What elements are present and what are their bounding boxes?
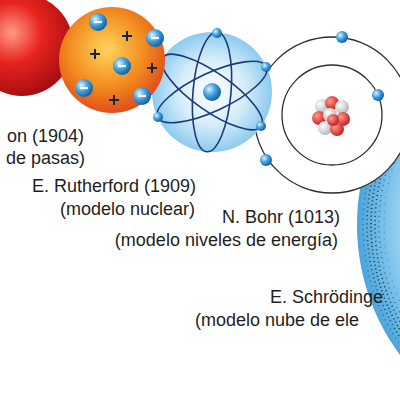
nucleus (203, 83, 221, 101)
negative-charges (80, 22, 159, 96)
plus-sign (122, 31, 132, 41)
model-caption: E. Rutherford (1909) (32, 176, 196, 196)
atom-sphere (152, 32, 272, 152)
model-caption: E. Schrödinge (270, 287, 383, 307)
electron (256, 121, 266, 131)
minus-sign (151, 37, 159, 39)
outer-orbit (254, 37, 400, 193)
minus-sign (94, 21, 102, 23)
thomson-model (59, 7, 165, 113)
model-caption: N. Bohr (1013) (222, 207, 340, 227)
electron (336, 31, 348, 43)
bohr-model (254, 31, 400, 193)
electron (212, 28, 222, 38)
electron-orbit (150, 49, 275, 134)
proton (327, 114, 339, 126)
pudding-sphere (59, 7, 165, 113)
neutron (335, 100, 349, 114)
positive-charges (90, 31, 157, 105)
model-caption: (modelo nuclear) (60, 199, 195, 219)
inner-orbit (282, 65, 382, 165)
model-caption: de pasas) (6, 148, 85, 168)
electron (133, 87, 151, 105)
nucleus (312, 96, 350, 136)
minus-sign (80, 87, 88, 89)
electron (260, 154, 272, 166)
model-caption: on (1904) (7, 126, 84, 146)
minus-sign (118, 65, 126, 67)
rutherford-model (150, 28, 275, 153)
electron-orbit (152, 42, 272, 142)
electron (372, 89, 384, 101)
electron (89, 13, 107, 31)
minus-sign (138, 95, 146, 97)
electron (146, 29, 164, 47)
electron-orbit (188, 31, 236, 154)
electron (261, 62, 271, 72)
plus-sign (109, 95, 119, 105)
model-caption: (modelo niveles de energía) (115, 230, 338, 250)
electron (113, 57, 131, 75)
plus-sign (147, 63, 157, 73)
plus-sign (90, 49, 100, 59)
electron (153, 112, 163, 122)
electrons (75, 13, 164, 105)
electron (75, 79, 93, 97)
model-caption: (modelo nube de ele (195, 310, 359, 330)
